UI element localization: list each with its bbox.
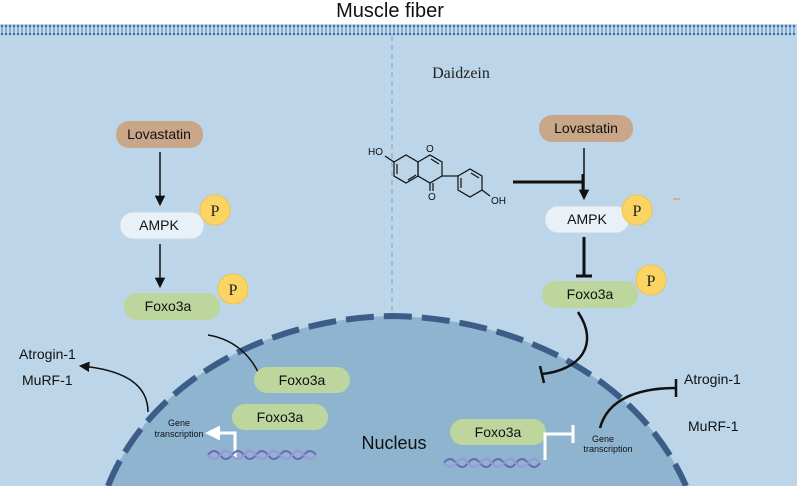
right-atrogin-label: Atrogin-1	[684, 371, 741, 387]
right-inhibit-ampk-foxo	[576, 237, 592, 278]
left-ampk-label: AMPK	[139, 217, 179, 233]
left-transcription-arrow	[205, 425, 237, 458]
left-nuclear-foxo3a-2-label: Foxo3a	[257, 409, 304, 425]
left-pathway: Lovastatin AMPK P Foxo3a P Foxo3a Foxo3a…	[19, 121, 350, 460]
right-nuclear-foxo3a	[450, 419, 546, 445]
left-ampk-phospho	[199, 194, 231, 226]
right-lovastatin-node	[539, 115, 633, 142]
left-gene-transcription-line1: Gene	[168, 418, 190, 428]
right-gene-transcription-line1: Gene	[592, 434, 614, 444]
right-ampk-phospho-label: P	[633, 203, 642, 220]
daidzein-structure	[384, 154, 491, 198]
right-blocked-transcription	[543, 425, 575, 460]
right-inhibit-output	[598, 379, 678, 429]
daidzein-o-ring: O	[426, 144, 434, 155]
left-lovastatin-label: Lovastatin	[127, 126, 191, 142]
right-foxo3a-phospho-label: P	[647, 273, 656, 290]
nucleus-body	[108, 316, 686, 486]
left-nuclear-foxo3a-2	[232, 404, 328, 430]
left-lovastatin-node	[116, 121, 203, 148]
left-gene-transcription-line2: transcription	[154, 429, 203, 439]
nucleus: Nucleus	[105, 312, 689, 486]
right-lovastatin-label: Lovastatin	[554, 120, 618, 136]
right-foxo3a-label: Foxo3a	[567, 286, 614, 302]
right-foxo3a-node	[542, 281, 638, 308]
right-ampk-phospho	[621, 194, 653, 226]
cell-membrane	[0, 24, 797, 36]
daidzein-oh: OH	[491, 196, 506, 207]
left-nuclear-foxo3a-1	[254, 367, 350, 393]
left-ampk-node	[119, 211, 205, 240]
right-gene-transcription-line2: transcription	[583, 444, 632, 454]
left-atrogin-label: Atrogin-1	[19, 346, 76, 362]
page-title: Muscle fiber	[336, 0, 444, 22]
right-murf-label: MuRF-1	[688, 418, 739, 434]
daidzein-inhibition	[513, 174, 585, 190]
left-murf-label: MuRF-1	[22, 372, 73, 388]
left-nuclear-foxo3a-1-label: Foxo3a	[279, 372, 326, 388]
right-inhibit-nuclear-entry	[538, 311, 589, 384]
daidzein-label: Daidzein	[432, 65, 490, 82]
left-dna-helix	[207, 450, 317, 460]
left-output-arrow	[78, 361, 149, 413]
left-foxo3a-label: Foxo3a	[145, 298, 192, 314]
right-foxo3a-phospho	[635, 264, 667, 296]
nuclear-envelope	[105, 312, 689, 486]
nucleus-label: Nucleus	[361, 433, 426, 453]
right-dna-helix	[443, 458, 541, 468]
right-ampk-label: AMPK	[567, 211, 607, 227]
daidzein-o-keto: O	[428, 192, 436, 203]
daidzein-ho: HO	[368, 147, 383, 158]
left-foxo3a-phospho	[217, 273, 249, 305]
left-foxo3a-node	[124, 293, 220, 320]
left-foxo3a-phospho-label: P	[229, 282, 238, 299]
left-ampk-phospho-label: P	[211, 203, 220, 220]
right-pathway: Daidzein HO O O OH Lovastatin A	[368, 65, 741, 468]
right-nuclear-foxo3a-label: Foxo3a	[475, 424, 522, 440]
